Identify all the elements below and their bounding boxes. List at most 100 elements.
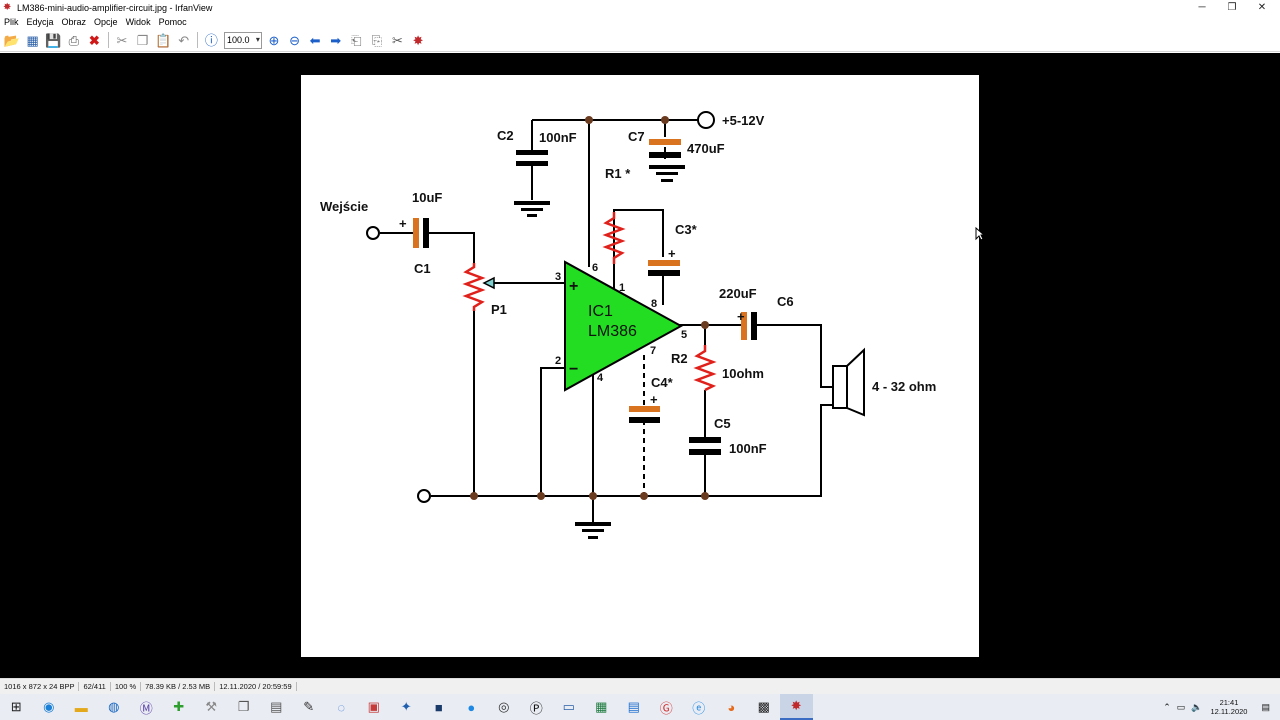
c7-label: C7 [628, 129, 645, 144]
paste-icon[interactable]: 📋 [155, 32, 172, 48]
app-tool-icon[interactable]: ⚒ [205, 699, 218, 714]
edge-icon[interactable]: ◉ [43, 699, 55, 714]
menu-pomoc[interactable]: Pomoc [158, 17, 187, 27]
c6-polarity: + [737, 309, 745, 324]
info-icon[interactable]: ⓘ [204, 32, 218, 48]
taskbar: ⊞ ◉ ▬ ◍ Ⓜ ✚ ⚒ ❐ ▤ ✎ ◌ ▣ ✦ ■ ● ◎ Ⓟ ▭ ▦ ▤ … [0, 694, 1280, 720]
zoom-value: 100.0 [226, 35, 250, 45]
app-p-icon[interactable]: Ⓟ [529, 700, 543, 716]
file-explorer-icon[interactable]: ▬ [74, 699, 88, 715]
irfanview-icon[interactable]: ✸ [412, 32, 424, 48]
slideshow-icon[interactable]: ▦ [26, 32, 39, 48]
toolbar: 📂 ▦ 💾 ⎙ ✖ ✂ ❐ 📋 ↶ ⓘ 100.0 ▾ ⊕ ⊖ ⬅ ➡ ⎗ ⎘ … [0, 29, 1280, 52]
delete-icon[interactable]: ✖ [88, 32, 100, 48]
r1-label: R1 * [605, 166, 631, 181]
window-title: LM386-mini-audio-amplifier-circuit.jpg -… [17, 2, 213, 13]
settings-icon[interactable]: ✂ [392, 32, 403, 48]
app-m-icon[interactable]: Ⓜ [139, 700, 153, 716]
outlook-icon[interactable]: ◍ [108, 699, 120, 714]
p1-label: P1 [491, 302, 507, 317]
image-canvas[interactable]: C2 100nF C7 470uF +5-12V R1 * C3* Wejści… [301, 75, 979, 657]
c4-label: C4* [651, 375, 674, 390]
status-index: 62/411 [79, 682, 111, 691]
menu-edycja[interactable]: Edycja [26, 17, 54, 27]
c4-polarity: + [650, 392, 658, 407]
print-icon[interactable]: ⎙ [68, 32, 79, 48]
undo-icon[interactable]: ↶ [178, 32, 190, 48]
junction-nodes [470, 116, 709, 500]
app-obs-icon[interactable]: ◎ [498, 699, 510, 714]
c1-polarity: + [399, 216, 407, 231]
ie-icon[interactable]: ⓔ [692, 700, 706, 716]
c6-label: C6 [777, 294, 794, 309]
start-icon[interactable]: ⊞ [10, 699, 22, 714]
pin-6: 6 [592, 262, 598, 274]
app-g-icon[interactable]: Ⓖ [659, 700, 673, 716]
irfanview-taskbar-icon[interactable]: ✸ [780, 694, 813, 720]
zoom-combobox[interactable]: 100.0 ▾ [223, 31, 262, 49]
pin-3: 3 [555, 271, 561, 283]
ic-name: IC1 [588, 303, 613, 320]
status-dimensions: 1016 x 872 x 24 BPP [0, 682, 80, 691]
app-green-icon[interactable]: ✚ [173, 699, 185, 714]
menu-widok[interactable]: Widok [125, 17, 151, 27]
menu-plik[interactable]: Plik [4, 17, 19, 27]
ic-minus-input: − [569, 361, 578, 378]
supply-label: +5-12V [722, 113, 765, 128]
previous-icon[interactable]: ⬅ [309, 32, 321, 48]
status-datetime: 12.11.2020 / 20:59:59 [215, 682, 297, 691]
c1-label: C1 [414, 261, 431, 276]
c2-value: 100nF [539, 130, 577, 145]
notepad-icon[interactable]: ▤ [627, 699, 640, 714]
irfanview-app-icon: ✸ [3, 1, 12, 13]
input-label: Wejście [320, 199, 368, 214]
app-red-icon[interactable]: ▣ [367, 699, 380, 714]
copy-icon[interactable]: ❐ [136, 32, 149, 48]
volume-icon[interactable]: 🔈 [1191, 701, 1203, 712]
app-globe-icon[interactable]: ◌ [337, 699, 346, 715]
chevron-down-icon: ▾ [255, 34, 260, 44]
c3-label: C3* [675, 222, 698, 237]
app-paint-icon[interactable]: ▤ [270, 699, 283, 714]
c3-polarity: + [668, 246, 676, 261]
c1-value: 10uF [412, 190, 442, 205]
title-bar: ✸ LM386-mini-audio-amplifier-circuit.jpg… [0, 0, 1280, 15]
minimize-button[interactable]: ─ [1187, 0, 1217, 15]
open-folder-icon[interactable]: 📂 [3, 32, 21, 48]
app-film-icon[interactable]: ▩ [757, 699, 770, 714]
cut-icon[interactable]: ✂ [116, 32, 128, 48]
first-page-icon[interactable]: ⎗ [351, 32, 362, 48]
app-window-icon[interactable]: ❐ [237, 699, 250, 714]
toolbar-separator [197, 32, 199, 48]
zoom-out-icon[interactable]: ⊖ [289, 32, 300, 48]
restore-button[interactable]: ❐ [1217, 0, 1247, 15]
network-icon[interactable]: ▭ [1176, 701, 1186, 712]
ic-part: LM386 [588, 323, 637, 340]
close-button[interactable]: ✕ [1247, 0, 1277, 15]
status-bar: 1016 x 872 x 24 BPP 62/411 100 % 78.39 K… [0, 678, 1280, 694]
restore-icon: ❐ [1227, 2, 1237, 13]
firefox-icon[interactable]: ◕ [727, 699, 736, 715]
next-icon[interactable]: ➡ [330, 32, 342, 48]
tray-chevron-up-icon[interactable]: ⌃ [1163, 701, 1171, 712]
menu-opcje[interactable]: Opcje [94, 17, 118, 27]
c5-value: 100nF [729, 441, 767, 456]
excel-icon[interactable]: ▦ [595, 699, 608, 714]
pin-5: 5 [681, 329, 687, 341]
app-dark-icon[interactable]: ■ [434, 699, 443, 715]
image-viewport[interactable]: C2 100nF C7 470uF +5-12V R1 * C3* Wejści… [0, 53, 1280, 678]
notification-icon[interactable]: ▤ [1261, 701, 1270, 712]
app-monitor-icon[interactable]: ▭ [562, 699, 575, 714]
c6-value: 220uF [719, 286, 757, 301]
status-zoom: 100 % [111, 682, 142, 691]
app-blue-icon[interactable]: ✦ [400, 699, 412, 714]
save-icon[interactable]: 💾 [45, 32, 62, 48]
app-world-icon[interactable]: ● [467, 699, 476, 715]
last-page-icon[interactable]: ⎘ [371, 32, 383, 48]
zoom-in-icon[interactable]: ⊕ [268, 32, 280, 48]
menu-obraz[interactable]: Obraz [61, 17, 87, 27]
app-pen-icon[interactable]: ✎ [303, 699, 315, 714]
r2-value: 10ohm [722, 366, 764, 381]
tray-clock[interactable]: 21:41 12.11.2020 [1211, 698, 1248, 716]
pin-1: 1 [619, 282, 625, 294]
